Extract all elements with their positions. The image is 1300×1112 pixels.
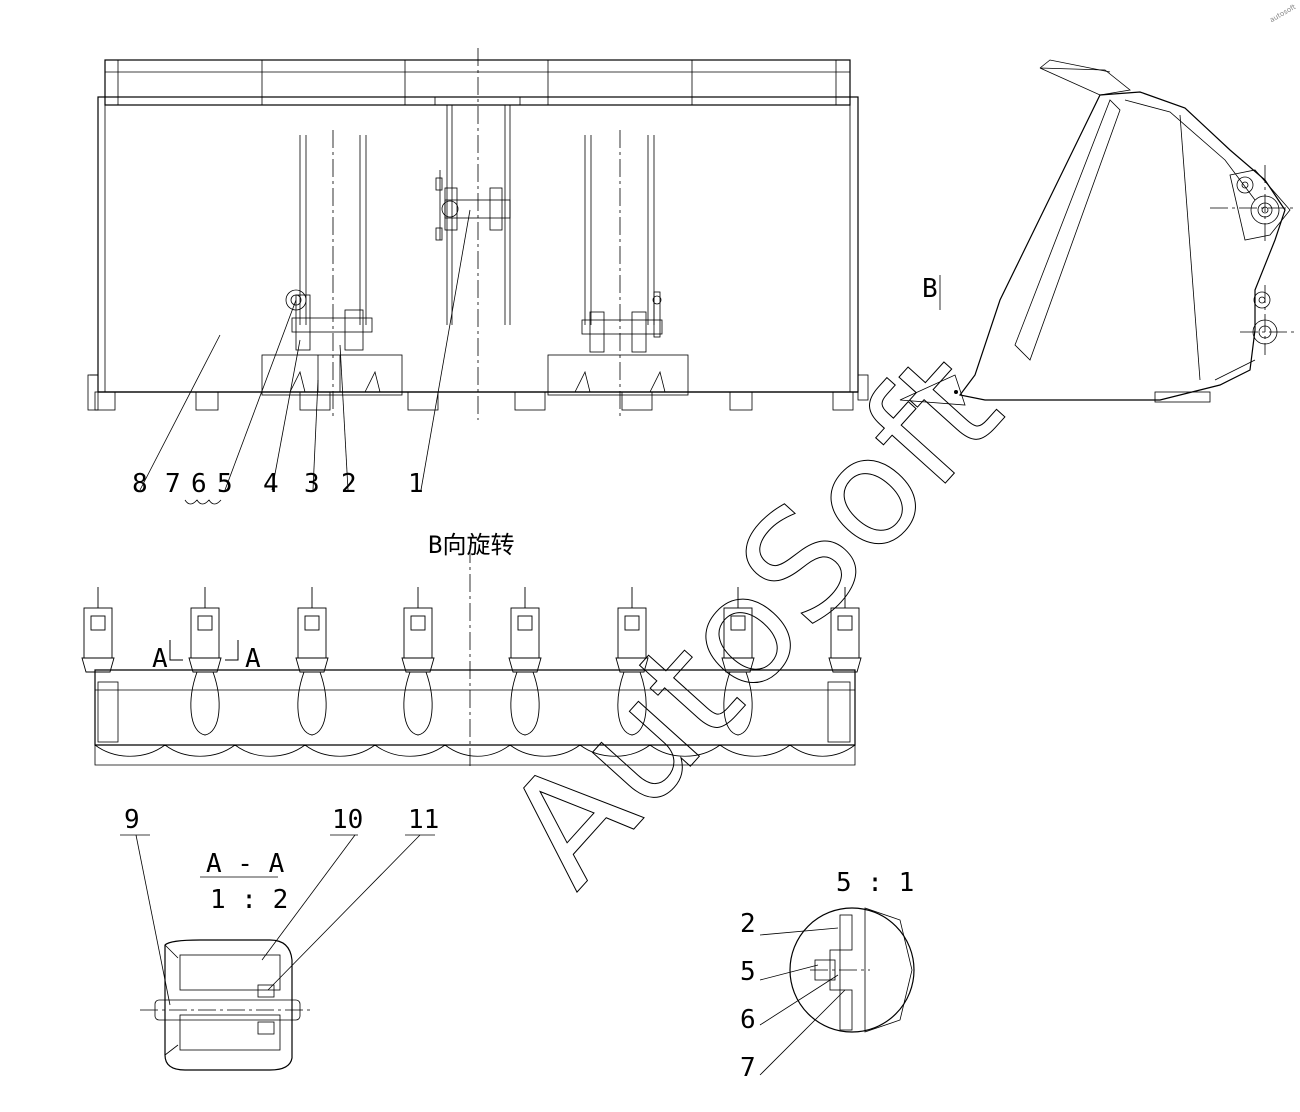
detail-callout-2: 2 bbox=[740, 909, 756, 939]
section-marker-right: A bbox=[245, 644, 261, 674]
tooth-3 bbox=[295, 587, 329, 736]
callout-11: 11 bbox=[408, 805, 439, 835]
watermark: AutoSoft bbox=[474, 322, 1034, 917]
section-scale: 1 : 2 bbox=[210, 885, 288, 915]
callout-9: 9 bbox=[124, 805, 140, 835]
view-b bbox=[94, 545, 856, 770]
callout-7: 7 bbox=[165, 469, 181, 499]
callout-1: 1 bbox=[408, 469, 424, 499]
section-arrow-2 bbox=[225, 640, 239, 661]
tooth-6 bbox=[615, 587, 649, 736]
callout-8: 8 bbox=[132, 469, 148, 499]
section-arrow-1 bbox=[169, 640, 183, 661]
view-b-marker: B bbox=[922, 274, 938, 304]
tooth-7 bbox=[721, 587, 755, 736]
rotate-view-title: B向旋转 bbox=[428, 531, 514, 559]
tooth-5 bbox=[508, 587, 542, 736]
callout-5: 5 bbox=[217, 469, 233, 499]
tooth-1 bbox=[81, 587, 115, 673]
tooth-8 bbox=[828, 587, 862, 673]
corner-mark: autosoft bbox=[1268, 3, 1297, 24]
detail-scale: 5 : 1 bbox=[836, 868, 914, 898]
detail-callout-5: 5 bbox=[740, 957, 756, 987]
detail-callout-7: 7 bbox=[740, 1053, 756, 1083]
callout-6: 6 bbox=[191, 469, 207, 499]
section-title: A - A bbox=[206, 849, 285, 879]
front-view bbox=[87, 48, 869, 505]
callout-4: 4 bbox=[263, 469, 279, 499]
side-view bbox=[899, 59, 1295, 406]
tooth-4 bbox=[401, 587, 435, 736]
detail-view bbox=[759, 907, 915, 1076]
callout-10: 10 bbox=[332, 805, 363, 835]
section-a-a bbox=[120, 834, 435, 1071]
section-marker-left: A bbox=[152, 644, 168, 674]
detail-callout-6: 6 bbox=[740, 1005, 756, 1035]
tooth-2 bbox=[188, 587, 222, 736]
callout-2: 2 bbox=[341, 469, 357, 499]
callout-3: 3 bbox=[304, 469, 320, 499]
